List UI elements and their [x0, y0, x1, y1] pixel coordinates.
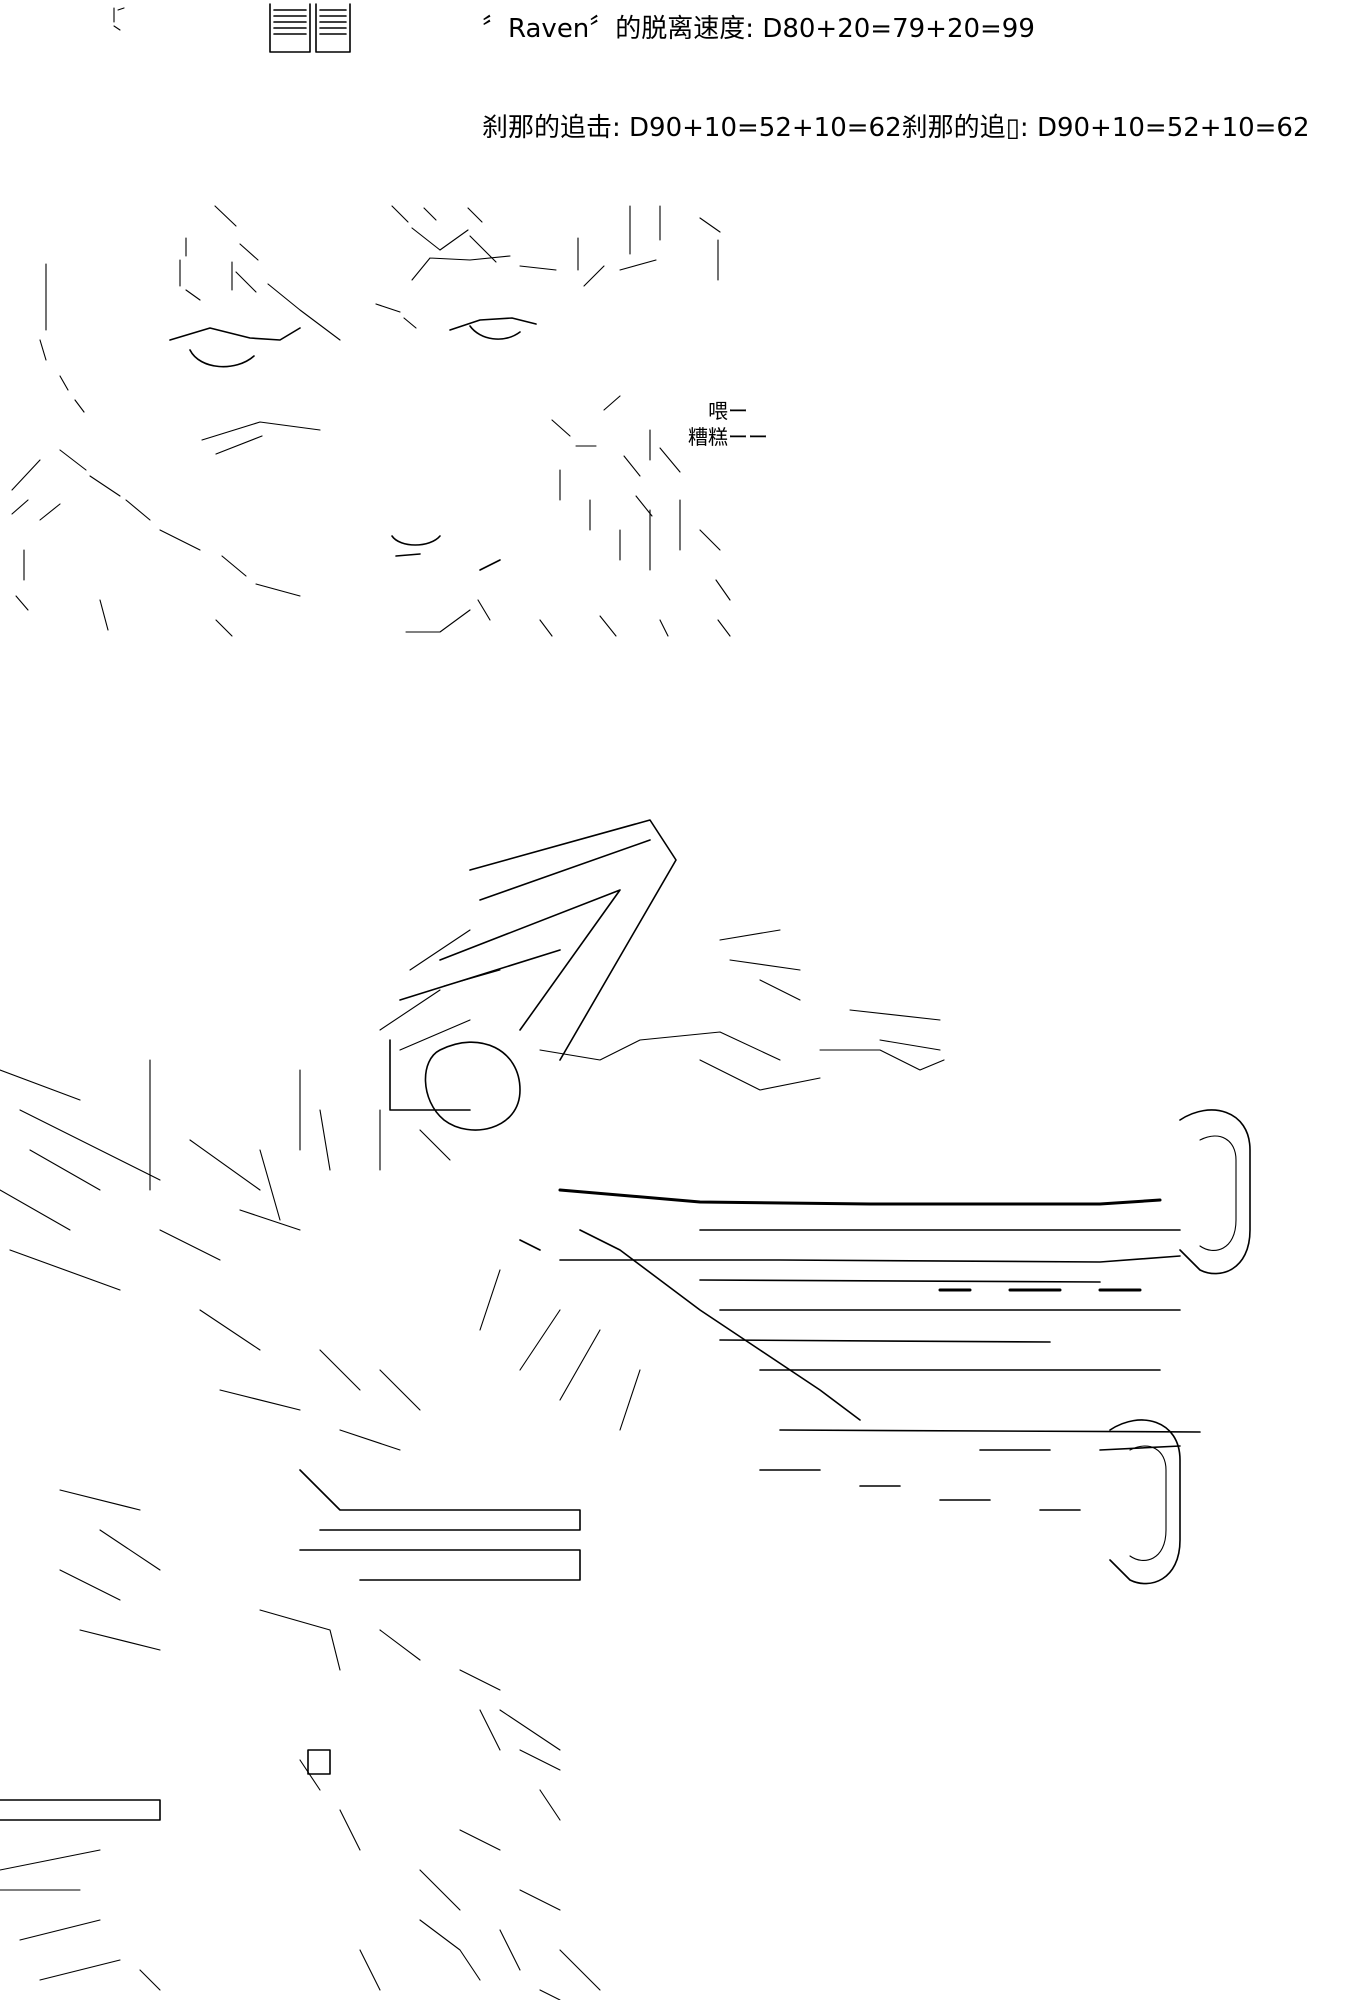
ascii-art-mecha-sniper [0, 810, 1357, 2000]
ascii-art-fragment-top [100, 0, 360, 64]
raven-escape-roll: 〞Raven〞的脱离速度: D80+20=79+20=99 [482, 14, 1035, 44]
dialogue-line-oh-no: 糟糕ーー [688, 425, 768, 449]
setsuna-pursuit-roll: 刹那的追击: D90+10=52+10=62刹那的追▯: D90+10=52+1… [482, 113, 1310, 143]
ascii-art-face [0, 200, 760, 640]
dialogue-line-hey: 喂ー [708, 399, 748, 423]
dialogue-bubble: 喂ー 糟糕ーー [688, 398, 768, 450]
